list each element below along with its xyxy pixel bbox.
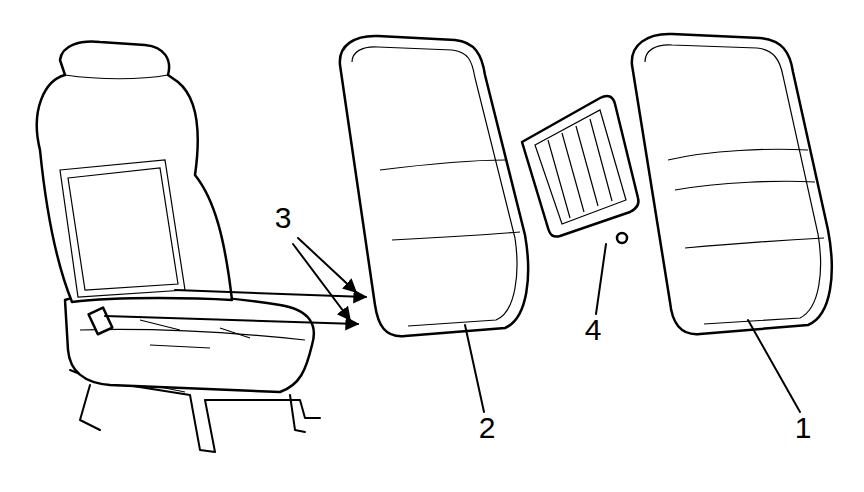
callout-number: 2 [479,413,496,443]
seat-cushion [65,294,314,392]
heater-mat [522,96,639,243]
seat-back-pad [340,36,528,336]
callout-number: 4 [585,315,602,345]
seat-back-cover [632,34,832,334]
leader-lines [293,238,800,412]
callout-number: 1 [795,413,812,443]
seat-back [37,42,232,302]
callout-number: 3 [275,203,292,233]
